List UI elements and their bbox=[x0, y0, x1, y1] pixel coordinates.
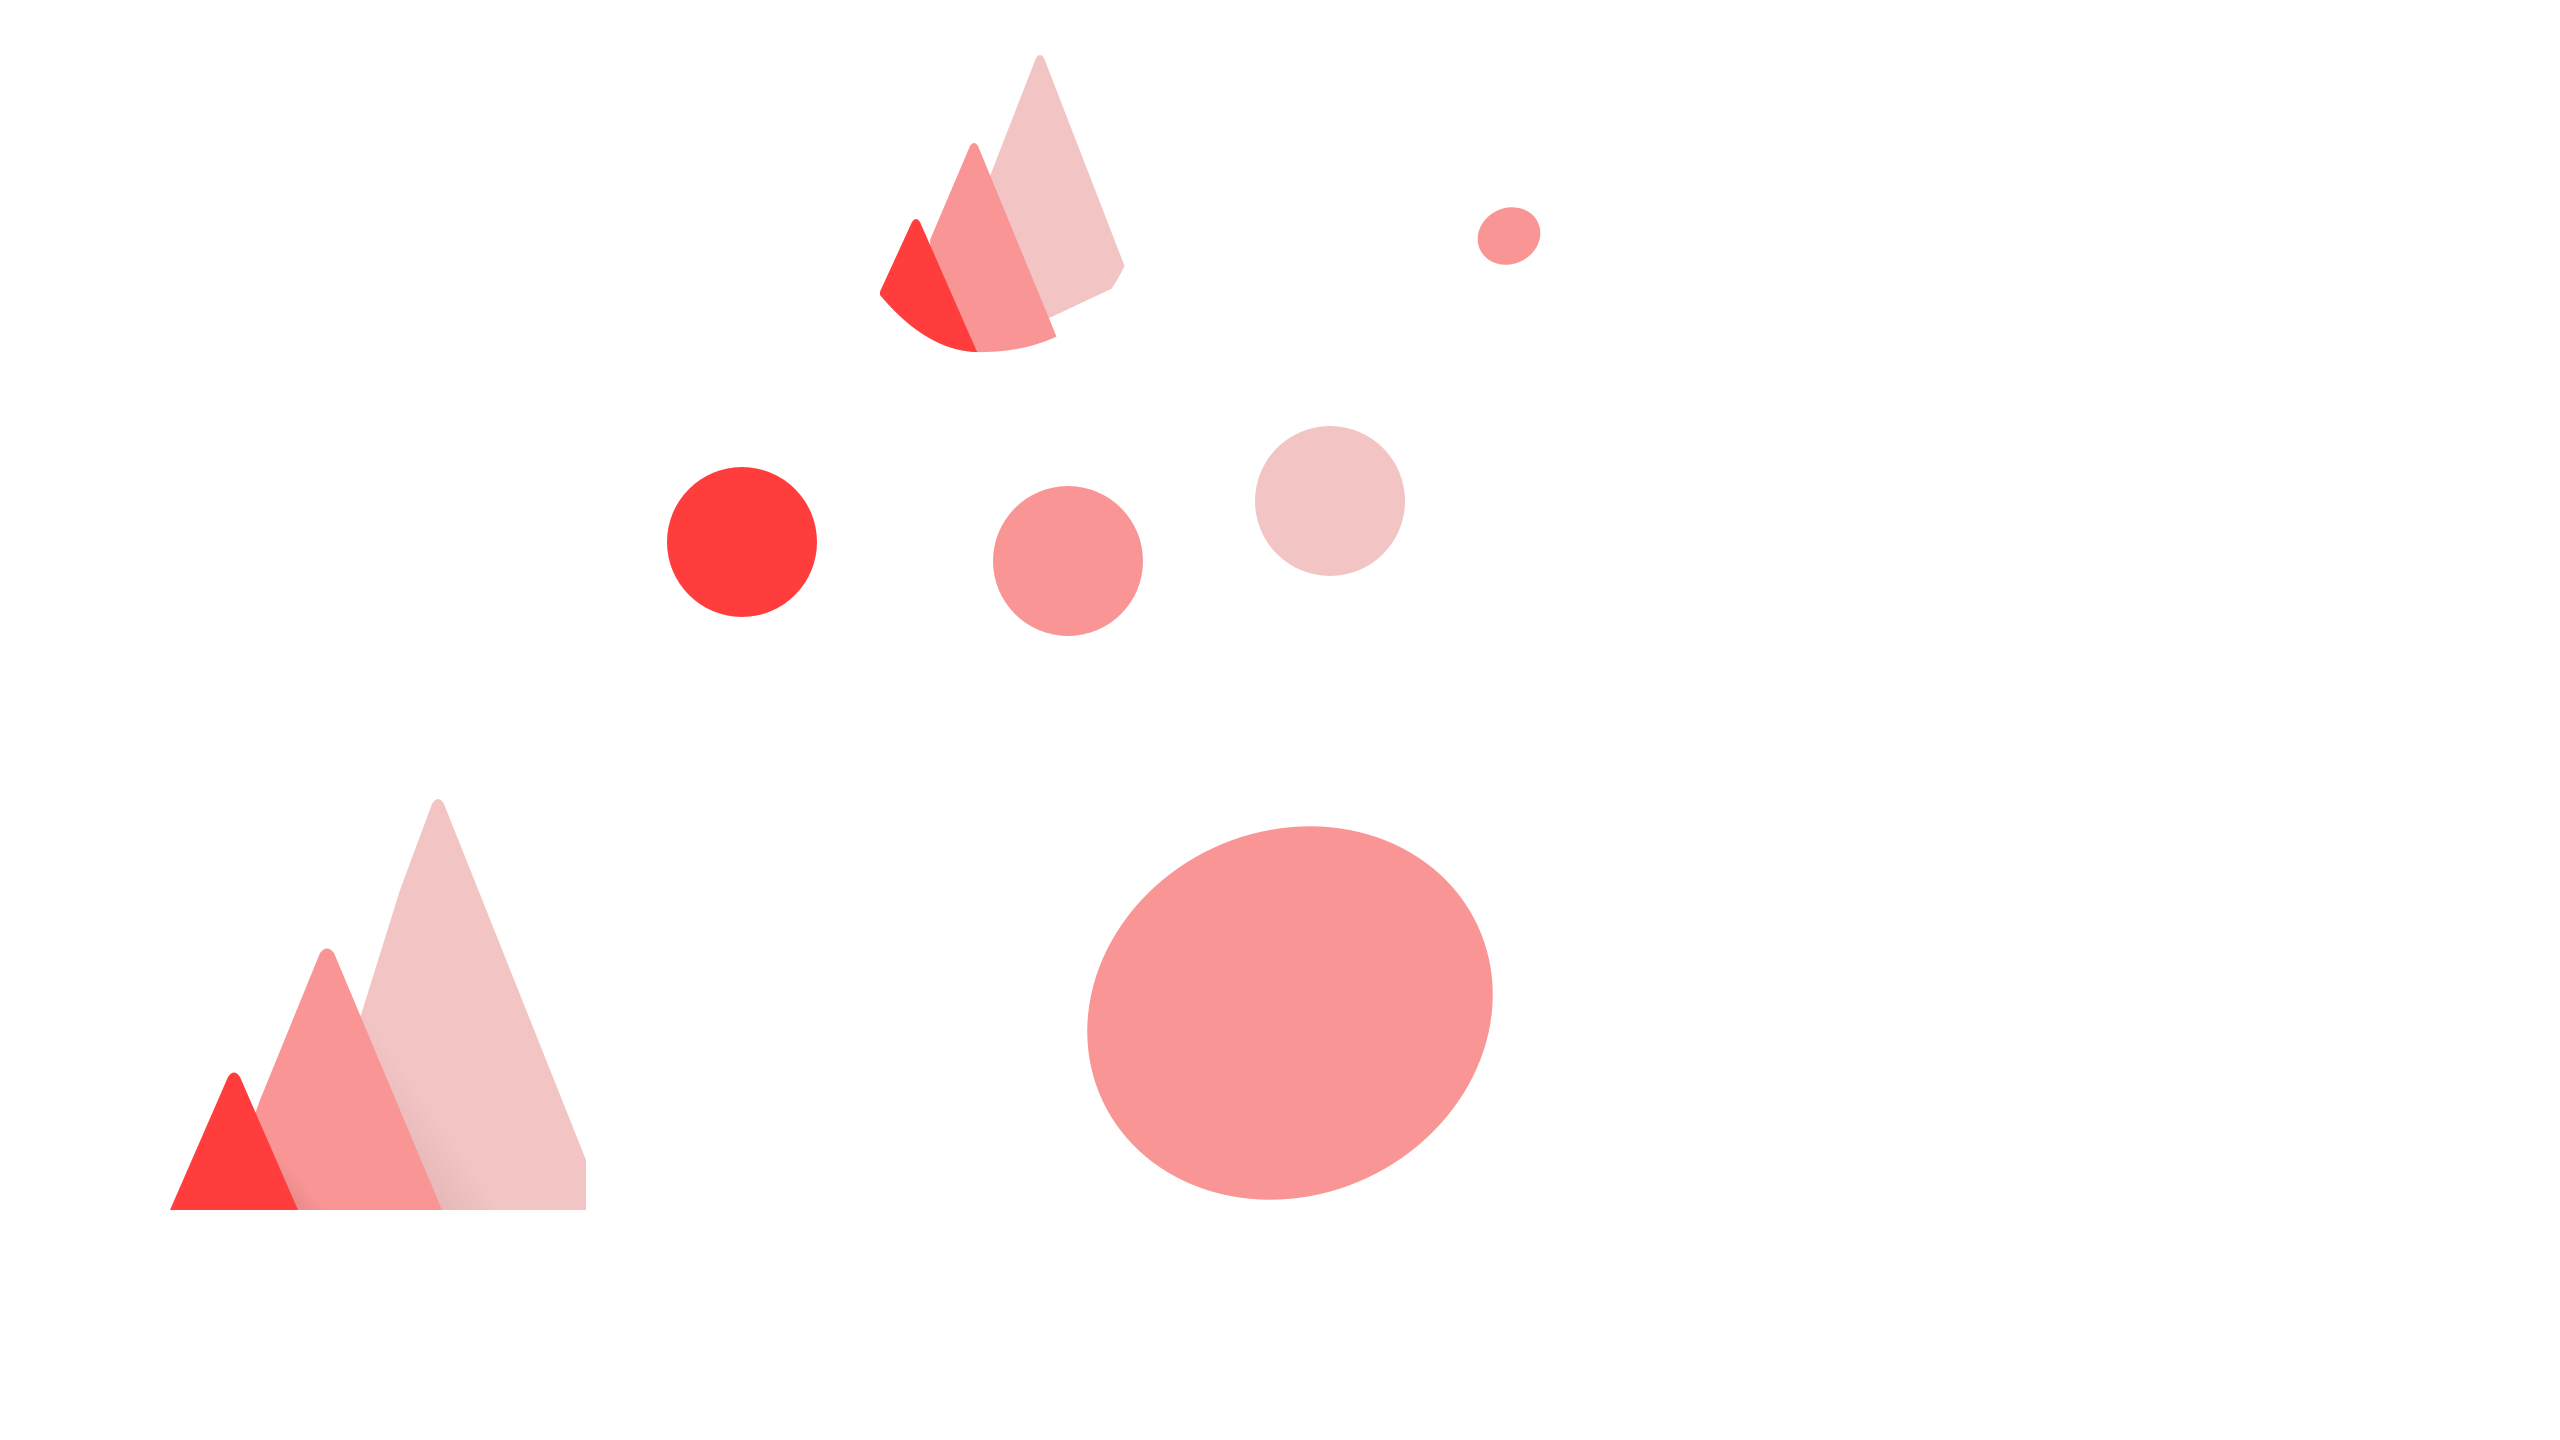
circle-pink bbox=[1255, 426, 1405, 576]
blob-tiny bbox=[1477, 207, 1541, 265]
mountain-mid-peak bbox=[930, 143, 1060, 353]
mountain-large-mid-peak bbox=[220, 948, 442, 1210]
mountain-logo-large bbox=[170, 799, 586, 1210]
mountain-large-front-peak bbox=[170, 1072, 298, 1210]
circle-salmon bbox=[993, 486, 1143, 636]
mountain-logo-small bbox=[880, 55, 1125, 353]
blob-large bbox=[1087, 826, 1493, 1200]
circle-red bbox=[667, 467, 817, 617]
